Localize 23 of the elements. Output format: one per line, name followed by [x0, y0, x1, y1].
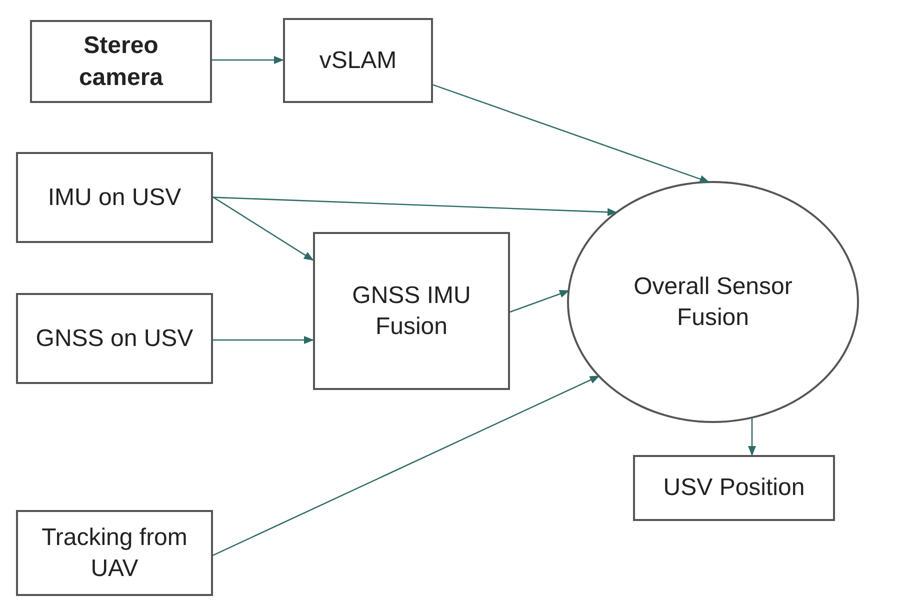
- arrow: [212, 56, 284, 64]
- arrow: [213, 336, 314, 344]
- arrow: [212, 196, 618, 216]
- node-label: USV Position: [663, 473, 805, 504]
- arrow: [212, 375, 600, 556]
- arrow: [212, 196, 314, 261]
- process-box: [313, 232, 510, 390]
- arrow: [748, 418, 756, 456]
- node-label: vSLAM: [319, 46, 397, 76]
- process-box: [16, 510, 213, 596]
- node-label: Tracking from UAV: [40, 522, 188, 584]
- process-box: [16, 152, 213, 243]
- process-box: [30, 20, 212, 103]
- process-box: [283, 18, 433, 103]
- node-label: GNSS IMU Fusion: [351, 280, 472, 342]
- process-box: [633, 455, 835, 521]
- node-label: GNSS on USV: [36, 324, 194, 354]
- process-box: [16, 293, 213, 384]
- arrow: [432, 84, 710, 183]
- node-label: Stereo camera: [78, 31, 164, 92]
- node-label: IMU on USV: [48, 182, 182, 213]
- arrow: [510, 290, 570, 313]
- node-label: Overall Sensor Fusion: [632, 272, 794, 333]
